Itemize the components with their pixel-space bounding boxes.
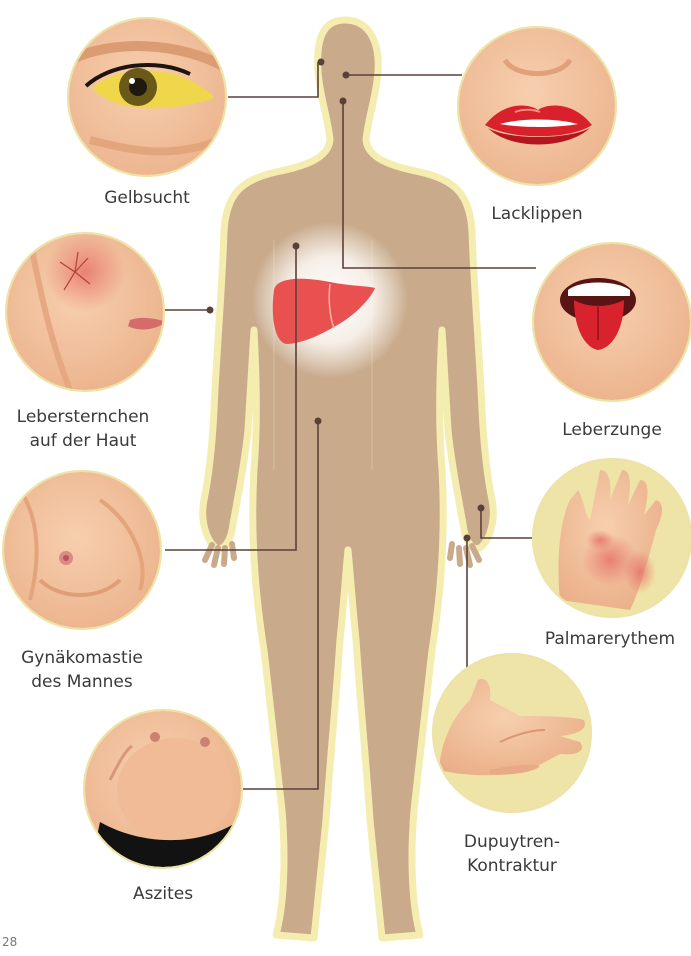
label-lebersternchen: Lebersternchen auf der Haut (8, 405, 158, 453)
label-gynaekomastie: Gynäkomastie des Mannes (12, 646, 152, 694)
jaundice-eye-illustration (60, 10, 240, 190)
page-number: 28 (2, 935, 17, 949)
label-gynaekomastie-line2: des Mannes (12, 670, 152, 694)
label-lacklippen: Lacklippen (487, 202, 587, 226)
label-gynaekomastie-line1: Gynäkomastie (12, 646, 152, 670)
spider-angioma-illustration (0, 230, 170, 400)
label-gelbsucht: Gelbsucht (97, 186, 197, 210)
label-dupuytren-line1: Dupuytren- (452, 830, 572, 854)
label-lebersternchen-line1: Lebersternchen (8, 405, 158, 429)
lacquer-lips-illustration (450, 20, 630, 200)
human-body-figure (203, 20, 494, 938)
label-gelbsucht-text: Gelbsucht (97, 186, 197, 210)
label-palmarerythem-text: Palmarerythem (540, 627, 680, 651)
label-lebersternchen-line2: auf der Haut (8, 429, 158, 453)
label-aszites: Aszites (118, 882, 208, 906)
label-dupuytren-line2: Kontraktur (452, 854, 572, 878)
label-leberzunge: Leberzunge (557, 418, 667, 442)
label-dupuytren: Dupuytren- Kontraktur (452, 830, 572, 878)
ascites-illustration (80, 705, 250, 875)
label-lacklippen-text: Lacklippen (487, 202, 587, 226)
label-palmarerythem: Palmarerythem (540, 627, 680, 651)
label-leberzunge-text: Leberzunge (557, 418, 667, 442)
label-aszites-text: Aszites (118, 882, 208, 906)
